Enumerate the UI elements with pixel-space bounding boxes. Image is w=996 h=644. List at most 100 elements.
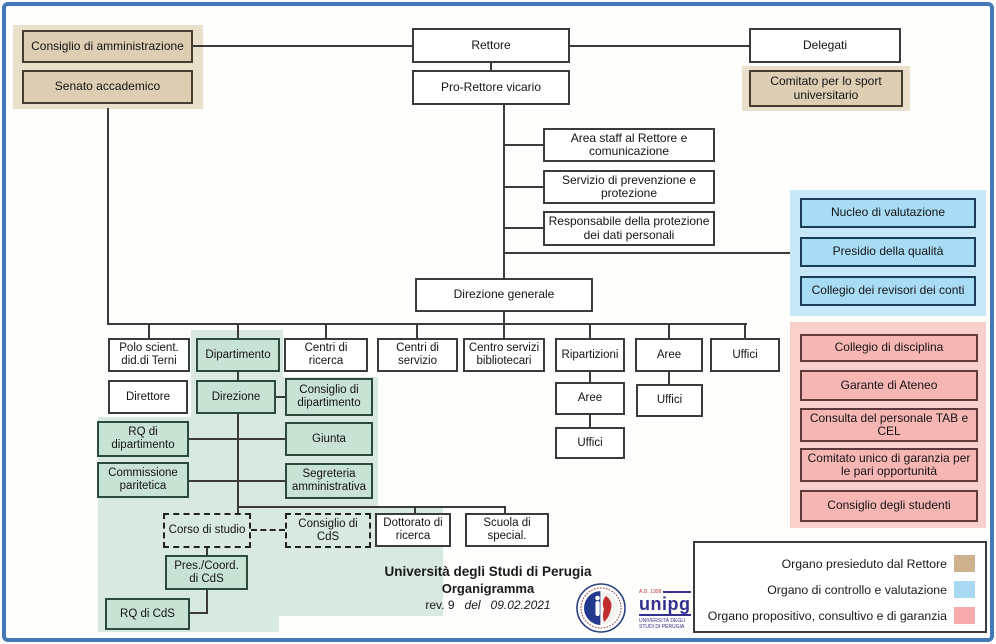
connector bbox=[503, 144, 543, 146]
connector bbox=[189, 480, 285, 482]
connector bbox=[503, 325, 505, 338]
node-direzione-generale: Direzione generale bbox=[415, 278, 593, 312]
node-presidio-qualita: Presidio della qualità bbox=[800, 237, 976, 267]
connector-dashed bbox=[251, 529, 285, 531]
node-scuola-special: Scuola di special. bbox=[465, 513, 549, 547]
connector bbox=[276, 396, 285, 398]
node-uffici: Uffici bbox=[710, 338, 780, 372]
connector bbox=[503, 186, 543, 188]
connector bbox=[193, 45, 412, 47]
node-aree-sub-ripartizioni: Aree bbox=[555, 382, 625, 415]
connector bbox=[189, 438, 285, 440]
node-ripartizioni: Ripartizioni bbox=[555, 338, 625, 372]
connector bbox=[744, 325, 746, 338]
connector bbox=[237, 372, 239, 380]
connector bbox=[237, 506, 506, 508]
node-direttore: Direttore bbox=[108, 380, 188, 414]
connector bbox=[107, 323, 747, 325]
node-servizio-prevenzione: Servizio di prevenzione e protezione bbox=[543, 170, 715, 204]
legend-label: Organo presieduto dal Rettore bbox=[781, 556, 947, 571]
connector bbox=[589, 372, 591, 382]
connector bbox=[148, 325, 150, 338]
legend-item-propositivo: Organo propositivo, consultivo e di gara… bbox=[708, 607, 975, 624]
unipg-founded-year: A.D. 1308 bbox=[639, 589, 662, 595]
node-senato-accademico: Senato accademico bbox=[22, 70, 193, 104]
unipg-rule-bottom bbox=[639, 614, 691, 616]
university-title: Università degli Studi di Perugia bbox=[384, 564, 592, 579]
node-uffici-sub-aree: Uffici bbox=[636, 384, 703, 417]
connector bbox=[570, 45, 749, 47]
connector bbox=[589, 325, 591, 338]
connector bbox=[206, 590, 208, 614]
legend-label: Organo propositivo, consultivo e di gara… bbox=[707, 608, 947, 623]
document-subtitle: Organigramma bbox=[441, 581, 535, 596]
node-collegio-revisori: Collegio dei revisori dei conti bbox=[800, 276, 976, 306]
unipg-rule-top bbox=[663, 591, 691, 593]
node-pro-rettore-vicario: Pro-Rettore vicario bbox=[412, 70, 570, 105]
revision-number: rev. 9 bbox=[425, 598, 455, 612]
connector bbox=[503, 105, 505, 278]
node-area-staff-rettore: Area staff al Rettore e comunicazione bbox=[543, 128, 715, 162]
node-segreteria-amministrativa: Segreteria amministrativa bbox=[285, 463, 373, 499]
node-direzione: Direzione bbox=[196, 380, 276, 414]
connector bbox=[414, 506, 416, 513]
node-centro-servizi-bibliotecari: Centro servizi bibliotecari bbox=[463, 338, 545, 372]
document-caption: Università degli Studi di Perugia Organi… bbox=[372, 564, 604, 612]
node-centri-ricerca: Centri di ricerca bbox=[284, 338, 368, 372]
node-uffici-sub-ripartizioni: Uffici bbox=[555, 427, 625, 459]
legend-item-rettore: Organo presieduto dal Rettore bbox=[782, 555, 975, 572]
connector bbox=[504, 506, 506, 513]
connector bbox=[190, 612, 207, 614]
connector bbox=[668, 325, 670, 338]
node-commissione-paritetica: Commissione paritetica bbox=[97, 462, 189, 498]
connector bbox=[490, 63, 492, 70]
revision-date: 09.02.2021 bbox=[490, 598, 551, 612]
node-rettore: Rettore bbox=[412, 28, 570, 63]
node-corso-di-studio: Corso di studio bbox=[163, 513, 251, 548]
university-seal-logo bbox=[576, 583, 626, 633]
connector bbox=[505, 252, 790, 254]
node-consiglio-studenti: Consiglio degli studenti bbox=[800, 490, 978, 522]
node-nucleo-valutazione: Nucleo di valutazione bbox=[800, 198, 976, 228]
revision-del: del bbox=[464, 598, 481, 612]
unipg-logo: A.D. 1308 unipg UNIVERSITÀ DEGLI STUDI D… bbox=[639, 589, 691, 631]
connector bbox=[237, 325, 239, 338]
node-rq-dipartimento: RQ di dipartimento bbox=[97, 421, 189, 457]
connector bbox=[503, 312, 505, 323]
connector bbox=[325, 325, 327, 338]
node-consulta-personale: Consulta del personale TAB e CEL bbox=[800, 408, 978, 442]
legend-swatch-blue bbox=[954, 581, 975, 598]
connector bbox=[503, 227, 543, 229]
node-rq-cds: RQ di CdS bbox=[105, 598, 190, 630]
revision-line: rev. 9 del 09.02.2021 bbox=[372, 598, 604, 612]
node-giunta: Giunta bbox=[285, 422, 373, 456]
node-delegati: Delegati bbox=[749, 28, 901, 63]
node-pres-coord-cds: Pres./Coord. di CdS bbox=[165, 555, 248, 590]
node-responsabile-dati: Responsabile della protezione dei dati p… bbox=[543, 211, 715, 246]
node-aree: Aree bbox=[635, 338, 703, 372]
legend-swatch-pink bbox=[954, 607, 975, 624]
node-dipartimento: Dipartimento bbox=[196, 338, 280, 372]
connector bbox=[416, 325, 418, 338]
legend-item-controllo: Organo di controllo e valutazione bbox=[767, 581, 975, 598]
node-comitato-sport: Comitato per lo sport universitario bbox=[749, 70, 903, 107]
connector bbox=[589, 415, 591, 427]
node-consiglio-amministrazione: Consiglio di amministrazione bbox=[22, 30, 193, 63]
node-consiglio-cds: Consiglio di CdS bbox=[285, 513, 371, 548]
node-garante-ateneo: Garante di Ateneo bbox=[800, 370, 978, 401]
connector bbox=[237, 414, 239, 513]
unipg-wordmark: unipg bbox=[639, 594, 691, 614]
node-comitato-garanzia: Comitato unico di garanzia per le pari o… bbox=[800, 448, 978, 482]
legend-swatch-tan bbox=[954, 555, 975, 572]
seal-icon bbox=[576, 583, 626, 633]
node-collegio-disciplina: Collegio di disciplina bbox=[800, 334, 978, 362]
connector bbox=[107, 108, 109, 325]
node-dottorato-ricerca: Dottorato di ricerca bbox=[375, 513, 451, 547]
node-polo-terni: Polo scient. did.di Terni bbox=[108, 338, 190, 372]
node-centri-servizio: Centri di servizio bbox=[377, 338, 458, 372]
connector bbox=[668, 372, 670, 384]
node-consiglio-dipartimento: Consiglio di dipartimento bbox=[285, 378, 373, 416]
legend-box: Organo presieduto dal Rettore Organo di … bbox=[693, 541, 987, 633]
legend-label: Organo di controllo e valutazione bbox=[767, 582, 947, 597]
